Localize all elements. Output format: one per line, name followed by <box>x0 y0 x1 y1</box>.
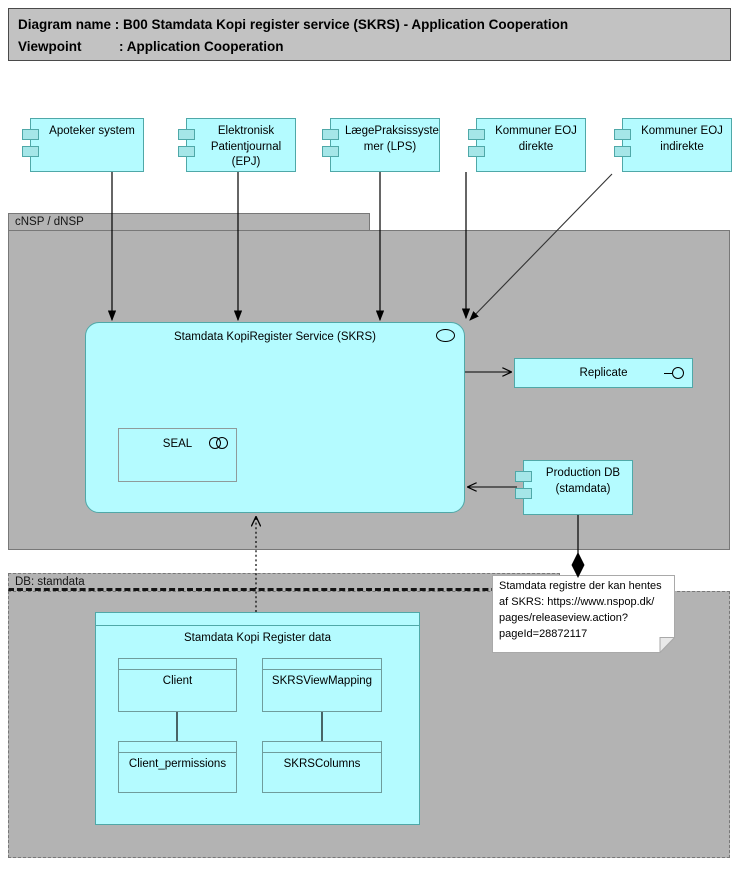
data-object-skrsviewmapping: SKRSViewMapping <box>262 658 382 712</box>
component-tab-icon <box>614 129 631 140</box>
component-label: Kommuner EOJ indirekte <box>641 125 723 153</box>
diagram-title-bar: Diagram name : B00 Stamdata Kopi registe… <box>8 8 731 61</box>
entity-label: Client <box>162 675 193 687</box>
component-tab-icon <box>614 146 631 157</box>
component-tab-icon <box>178 146 195 157</box>
data-object-client-permissions: Client_permissions <box>118 741 237 793</box>
entity-label: Client_permissions <box>128 758 227 770</box>
component-skrs-service: Stamdata KopiRegister Service (SKRS) <box>85 322 465 513</box>
seal-label: SEAL <box>162 438 193 450</box>
group-tab-db-stamdata: DB: stamdata <box>8 573 560 591</box>
diagram-name-line: Diagram name : B00 Stamdata Kopi registe… <box>18 17 569 32</box>
entity-label: SKRSViewMapping <box>271 675 373 687</box>
group-label-cnsp-dnsp: cNSP / dNSP <box>15 216 84 228</box>
application-component-oval-icon <box>436 329 455 342</box>
component-tab-icon <box>22 146 39 157</box>
data-object-skrscolumns: SKRSColumns <box>262 741 382 793</box>
data-object-stamdata-kopi-register-data: Stamdata Kopi Register data <box>95 612 420 825</box>
databox-label: Stamdata Kopi Register data <box>183 632 332 644</box>
component-label: Apoteker system <box>49 125 135 137</box>
note-text: Stamdata registre der kan hentes af SKRS… <box>499 580 662 640</box>
component-tab-icon <box>468 146 485 157</box>
component-label: Elektronisk Patientjournal (EPJ) <box>210 125 282 169</box>
replicate-label: Replicate <box>579 367 628 379</box>
collaboration-circles-icon <box>209 437 228 449</box>
data-object-band <box>96 613 419 626</box>
component-kommuner-eoj-indirekte: Kommuner EOJ indirekte <box>614 118 732 172</box>
component-production-db: Production DB (stamdata) <box>515 460 633 515</box>
component-kommuner-eoj-direkte: Kommuner EOJ direkte <box>468 118 586 172</box>
component-tab-icon <box>22 129 39 140</box>
note-shape <box>492 575 675 653</box>
component-tab-icon <box>515 488 532 499</box>
skrs-label: Stamdata KopiRegister Service (SKRS) <box>174 331 376 343</box>
component-laegepraksissystemer: LægePraksissyste mer (LPS) <box>322 118 440 172</box>
note-stamdata-registre: Stamdata registre der kan hentes af SKRS… <box>492 575 675 653</box>
component-label: LægePraksissyste mer (LPS) <box>345 125 439 153</box>
component-tab-icon <box>515 471 532 482</box>
group-tab-cnsp-dnsp: cNSP / dNSP <box>8 213 370 230</box>
component-tab-icon <box>322 146 339 157</box>
component-tab-icon <box>468 129 485 140</box>
component-label: Production DB (stamdata) <box>545 467 621 495</box>
component-elektronisk-patientjournal: Elektronisk Patientjournal (EPJ) <box>178 118 296 172</box>
interface-lollipop-icon <box>664 367 684 379</box>
component-seal: SEAL <box>118 428 237 482</box>
component-tab-icon <box>322 129 339 140</box>
data-object-band <box>263 742 381 753</box>
viewpoint-line: Viewpoint : Application Cooperation <box>18 38 284 54</box>
data-object-band <box>263 659 381 670</box>
component-tab-icon <box>178 129 195 140</box>
data-object-band <box>119 659 236 670</box>
group-label-db-stamdata: DB: stamdata <box>15 576 85 588</box>
component-label: Kommuner EOJ direkte <box>495 125 577 153</box>
entity-label: SKRSColumns <box>283 758 361 770</box>
data-object-client: Client <box>118 658 237 712</box>
component-apoteker-system: Apoteker system <box>22 118 144 172</box>
data-object-band <box>119 742 236 753</box>
service-replicate: Replicate <box>514 358 693 388</box>
